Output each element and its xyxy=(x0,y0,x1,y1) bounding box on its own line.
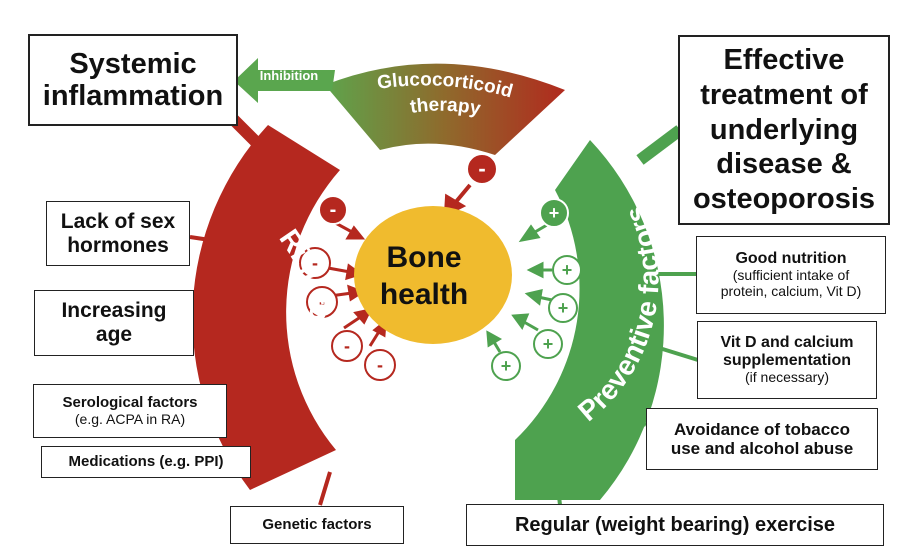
risk-factor-text: age xyxy=(95,323,133,346)
preventive-factor-exercise: Regular (weight bearing) exercise xyxy=(466,504,884,546)
preventive-factor-vitd-calcium: Vit D and calcium supplementation (if ne… xyxy=(697,321,877,399)
svg-text:-: - xyxy=(319,292,325,312)
bone-health-circle xyxy=(354,206,512,344)
preventive-factor-text: use and alcohol abuse xyxy=(670,439,854,458)
preventive-factors-arc xyxy=(515,140,664,500)
plus-signs: + + + + + xyxy=(491,198,582,381)
svg-text:+: + xyxy=(549,203,560,223)
preventive-factor-text: Vit D and calcium xyxy=(720,334,854,352)
effective-treatment-line5: osteoporosis xyxy=(692,183,876,216)
svg-text:-: - xyxy=(312,253,318,273)
treatment-connector xyxy=(636,125,684,165)
preventive-factor-good-nutrition: Good nutrition (sufficient intake of pro… xyxy=(696,236,886,314)
preventive-factor-text: (sufficient intake of xyxy=(732,267,850,284)
preventive-factor-text: (if necessary) xyxy=(744,369,830,386)
risk-factors-arc xyxy=(192,125,340,490)
preventive-arrows xyxy=(486,220,553,353)
bone-health-line1: Bone xyxy=(386,241,462,275)
svg-text:-: - xyxy=(330,199,337,221)
effective-treatment-line2: treatment of xyxy=(700,78,868,111)
glucocorticoid-label-line2: therapy xyxy=(409,95,483,120)
preventive-factor-text: Regular (weight bearing) exercise xyxy=(514,513,836,536)
preventive-factor-avoidance: Avoidance of tobacco use and alcohol abu… xyxy=(646,408,878,470)
svg-text:+: + xyxy=(543,334,554,354)
svg-text:-: - xyxy=(344,336,350,356)
risk-factor-text: Lack of sex xyxy=(60,209,176,233)
effective-treatment-line3: underlying xyxy=(709,113,859,146)
effective-treatment-line4: disease & xyxy=(716,148,852,181)
inhibition-label: Inhibition xyxy=(260,68,319,83)
risk-factor-text: hormones xyxy=(67,233,169,257)
effective-treatment-line1: Effective xyxy=(723,44,845,76)
glucocorticoid-ribbon xyxy=(325,63,565,155)
risk-factor-serological: Serological factors (e.g. ACPA in RA) xyxy=(33,384,227,438)
risk-factor-text: Increasing xyxy=(61,299,167,323)
risk-factor-text: Serological factors xyxy=(62,393,198,411)
systemic-inflammation-box: Systemic inflammation xyxy=(28,34,238,126)
inhibition-arrow xyxy=(234,58,335,103)
bone-health-label: Bone health xyxy=(356,232,492,322)
preventive-factor-text: protein, calcium, Vit D) xyxy=(720,282,862,299)
svg-text:+: + xyxy=(558,298,569,318)
systemic-inflammation-line1: Systemic xyxy=(69,47,197,80)
risk-factor-text: (e.g. ACPA in RA) xyxy=(74,410,186,427)
bone-health-line2: health xyxy=(379,278,469,311)
risk-factor-lack-of-sex-hormones: Lack of sex hormones xyxy=(46,201,190,266)
preventive-factor-text: Good nutrition xyxy=(735,250,847,268)
effective-treatment-box: Effective treatment of underlying diseas… xyxy=(678,35,890,225)
risk-factor-text: Genetic factors xyxy=(262,515,372,533)
svg-text:-: - xyxy=(478,156,485,181)
svg-text:+: + xyxy=(501,356,512,376)
svg-text:-: - xyxy=(377,355,383,375)
risk-factor-text: Medications (e.g. PPI) xyxy=(68,452,224,470)
risk-factor-genetic: Genetic factors xyxy=(230,506,404,544)
systemic-inflammation-line2: inflammation xyxy=(42,80,224,112)
preventive-factor-text: supplementation xyxy=(722,352,851,370)
risk-factor-medications: Medications (e.g. PPI) xyxy=(41,446,251,478)
svg-text:+: + xyxy=(562,260,573,280)
preventive-factor-text: Avoidance of tobacco xyxy=(673,419,850,439)
risk-factor-increasing-age: Increasing age xyxy=(34,290,194,356)
minus-signs: - - - - - - xyxy=(299,153,498,381)
